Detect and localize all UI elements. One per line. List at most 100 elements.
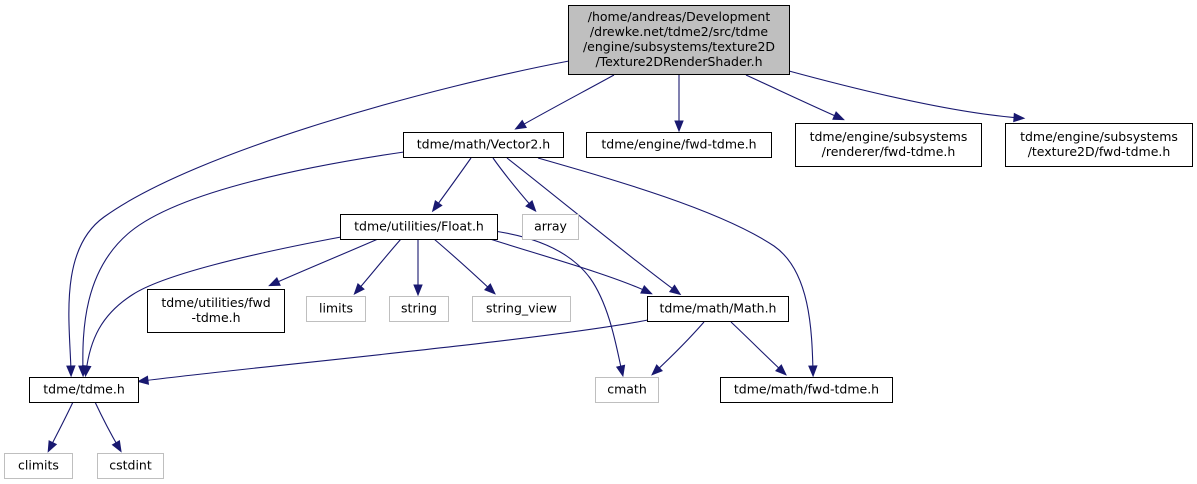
edge-float-to-tdme — [82, 236, 342, 378]
edge-float-to-limits — [353, 238, 402, 296]
edge-line — [537, 157, 814, 373]
node-cmath: cmath — [595, 377, 659, 403]
edge-float-to-utilities_fwd — [268, 238, 379, 287]
edge-arrowhead — [111, 439, 122, 453]
node-box — [389, 296, 449, 322]
edge-line — [745, 74, 841, 119]
edge-arrowhead — [1013, 112, 1026, 123]
edge-line — [68, 60, 570, 373]
node-box — [647, 296, 789, 322]
edge-line — [492, 157, 534, 209]
nodes-layer: /home/andreas/Development/drewke.net/tdm… — [4, 5, 1193, 479]
edge-arrowhead — [136, 375, 150, 385]
node-box — [795, 123, 982, 167]
node-string-view: string_view — [472, 296, 571, 322]
node-root[interactable]: /home/andreas/Development/drewke.net/tdm… — [568, 5, 790, 75]
edge-tdme-to-cstdint — [94, 401, 122, 453]
node-label-line: /renderer/fwd-tdme.h — [822, 144, 956, 159]
node-label-line: string_view — [486, 301, 557, 316]
node-label-line: tdme/engine/subsystems — [810, 129, 968, 144]
edge-arrowhead — [615, 364, 626, 378]
edge-arrowhead — [674, 120, 684, 133]
node-math-fwd[interactable]: tdme/math/fwd-tdme.h — [720, 377, 893, 403]
edge-root-to-vector2 — [514, 74, 615, 130]
edges-layer — [47, 60, 1026, 453]
edge-float-to-math — [489, 238, 653, 295]
node-label-line: -tdme.h — [191, 310, 240, 325]
edge-line — [489, 238, 649, 293]
edge-arrowhead — [775, 364, 787, 376]
edge-line — [493, 230, 623, 373]
edge-math-to-cmath — [651, 321, 705, 376]
edge-line — [518, 74, 615, 128]
node-label-line: string — [401, 301, 437, 316]
node-label-line: tdme/math/Math.h — [660, 301, 777, 316]
node-utilities-fwd[interactable]: tdme/utilities/fwd-tdme.h — [147, 289, 285, 333]
node-string: string — [389, 296, 449, 322]
edge-line — [49, 401, 74, 449]
node-float[interactable]: tdme/utilities/Float.h — [340, 214, 498, 240]
node-label-line: array — [534, 219, 567, 234]
edge-line — [730, 321, 784, 373]
edge-line — [434, 157, 472, 209]
edge-line — [506, 157, 678, 293]
edge-arrowhead — [808, 365, 818, 378]
node-box — [595, 377, 659, 403]
node-renderer-fwd[interactable]: tdme/engine/subsystems/renderer/fwd-tdme… — [795, 123, 982, 167]
edge-arrowhead — [651, 364, 663, 376]
node-box — [403, 132, 564, 158]
edge-root-to-engine_fwd — [674, 75, 684, 133]
edge-arrowhead — [431, 199, 443, 213]
node-array: array — [522, 214, 579, 240]
edge-arrowhead — [525, 199, 537, 213]
edge-vector2-to-array — [492, 157, 537, 213]
node-cstdint: cstdint — [97, 453, 164, 479]
edge-arrowhead — [268, 277, 281, 287]
node-label-line: tdme/engine/subsystems — [1020, 129, 1178, 144]
edge-vector2-to-tdme — [78, 151, 405, 378]
node-box — [586, 132, 772, 158]
node-box — [522, 214, 579, 240]
node-box — [29, 377, 139, 403]
edge-root-to-texture2d_fwd — [788, 70, 1026, 123]
edge-tdme-to-climits — [47, 401, 74, 453]
edge-vector2-to-float — [431, 157, 472, 213]
node-label-line: tdme/math/fwd-tdme.h — [734, 382, 879, 397]
node-label-line: tdme/tdme.h — [43, 382, 125, 397]
edge-arrowhead — [668, 284, 682, 296]
edge-line — [433, 238, 493, 292]
node-label-line: cmath — [607, 382, 647, 397]
edge-line — [141, 319, 649, 382]
node-label-line: tdme/utilities/Float.h — [354, 219, 484, 234]
node-climits: climits — [4, 453, 73, 479]
edge-arrowhead — [66, 365, 76, 378]
node-label-line: /drewke.net/tdme2/src/tdme — [590, 24, 768, 39]
node-math[interactable]: tdme/math/Math.h — [647, 296, 789, 322]
edge-math-to-tdme — [136, 319, 649, 385]
edge-arrowhead — [413, 284, 423, 297]
edge-vector2-to-math_fwd — [537, 157, 818, 378]
node-label-line: climits — [18, 458, 59, 473]
node-limits: limits — [306, 296, 366, 322]
edge-line — [356, 238, 402, 292]
node-box — [1005, 123, 1193, 167]
edge-arrowhead — [82, 364, 92, 378]
edge-arrowhead — [640, 284, 653, 295]
node-engine-fwd[interactable]: tdme/engine/fwd-tdme.h — [586, 132, 772, 158]
node-label-line: /home/andreas/Development — [588, 9, 771, 24]
edge-float-to-string — [413, 239, 423, 297]
node-tdme[interactable]: tdme/tdme.h — [29, 377, 139, 403]
edge-math-to-math_fwd — [730, 321, 787, 376]
edge-float-to-string_view — [433, 238, 496, 295]
edge-arrowhead — [484, 283, 496, 295]
edge-float-to-cmath — [493, 230, 626, 378]
edge-root-to-renderer_fwd — [745, 74, 845, 121]
node-texture2d-fwd[interactable]: tdme/engine/subsystems/texture2D/fwd-tdm… — [1005, 123, 1193, 167]
edge-root-to-tdme — [66, 60, 570, 378]
edge-line — [94, 401, 120, 449]
edge-line — [272, 238, 379, 285]
node-box — [4, 453, 73, 479]
node-vector2[interactable]: tdme/math/Vector2.h — [403, 132, 564, 158]
edge-arrowhead — [47, 440, 58, 453]
